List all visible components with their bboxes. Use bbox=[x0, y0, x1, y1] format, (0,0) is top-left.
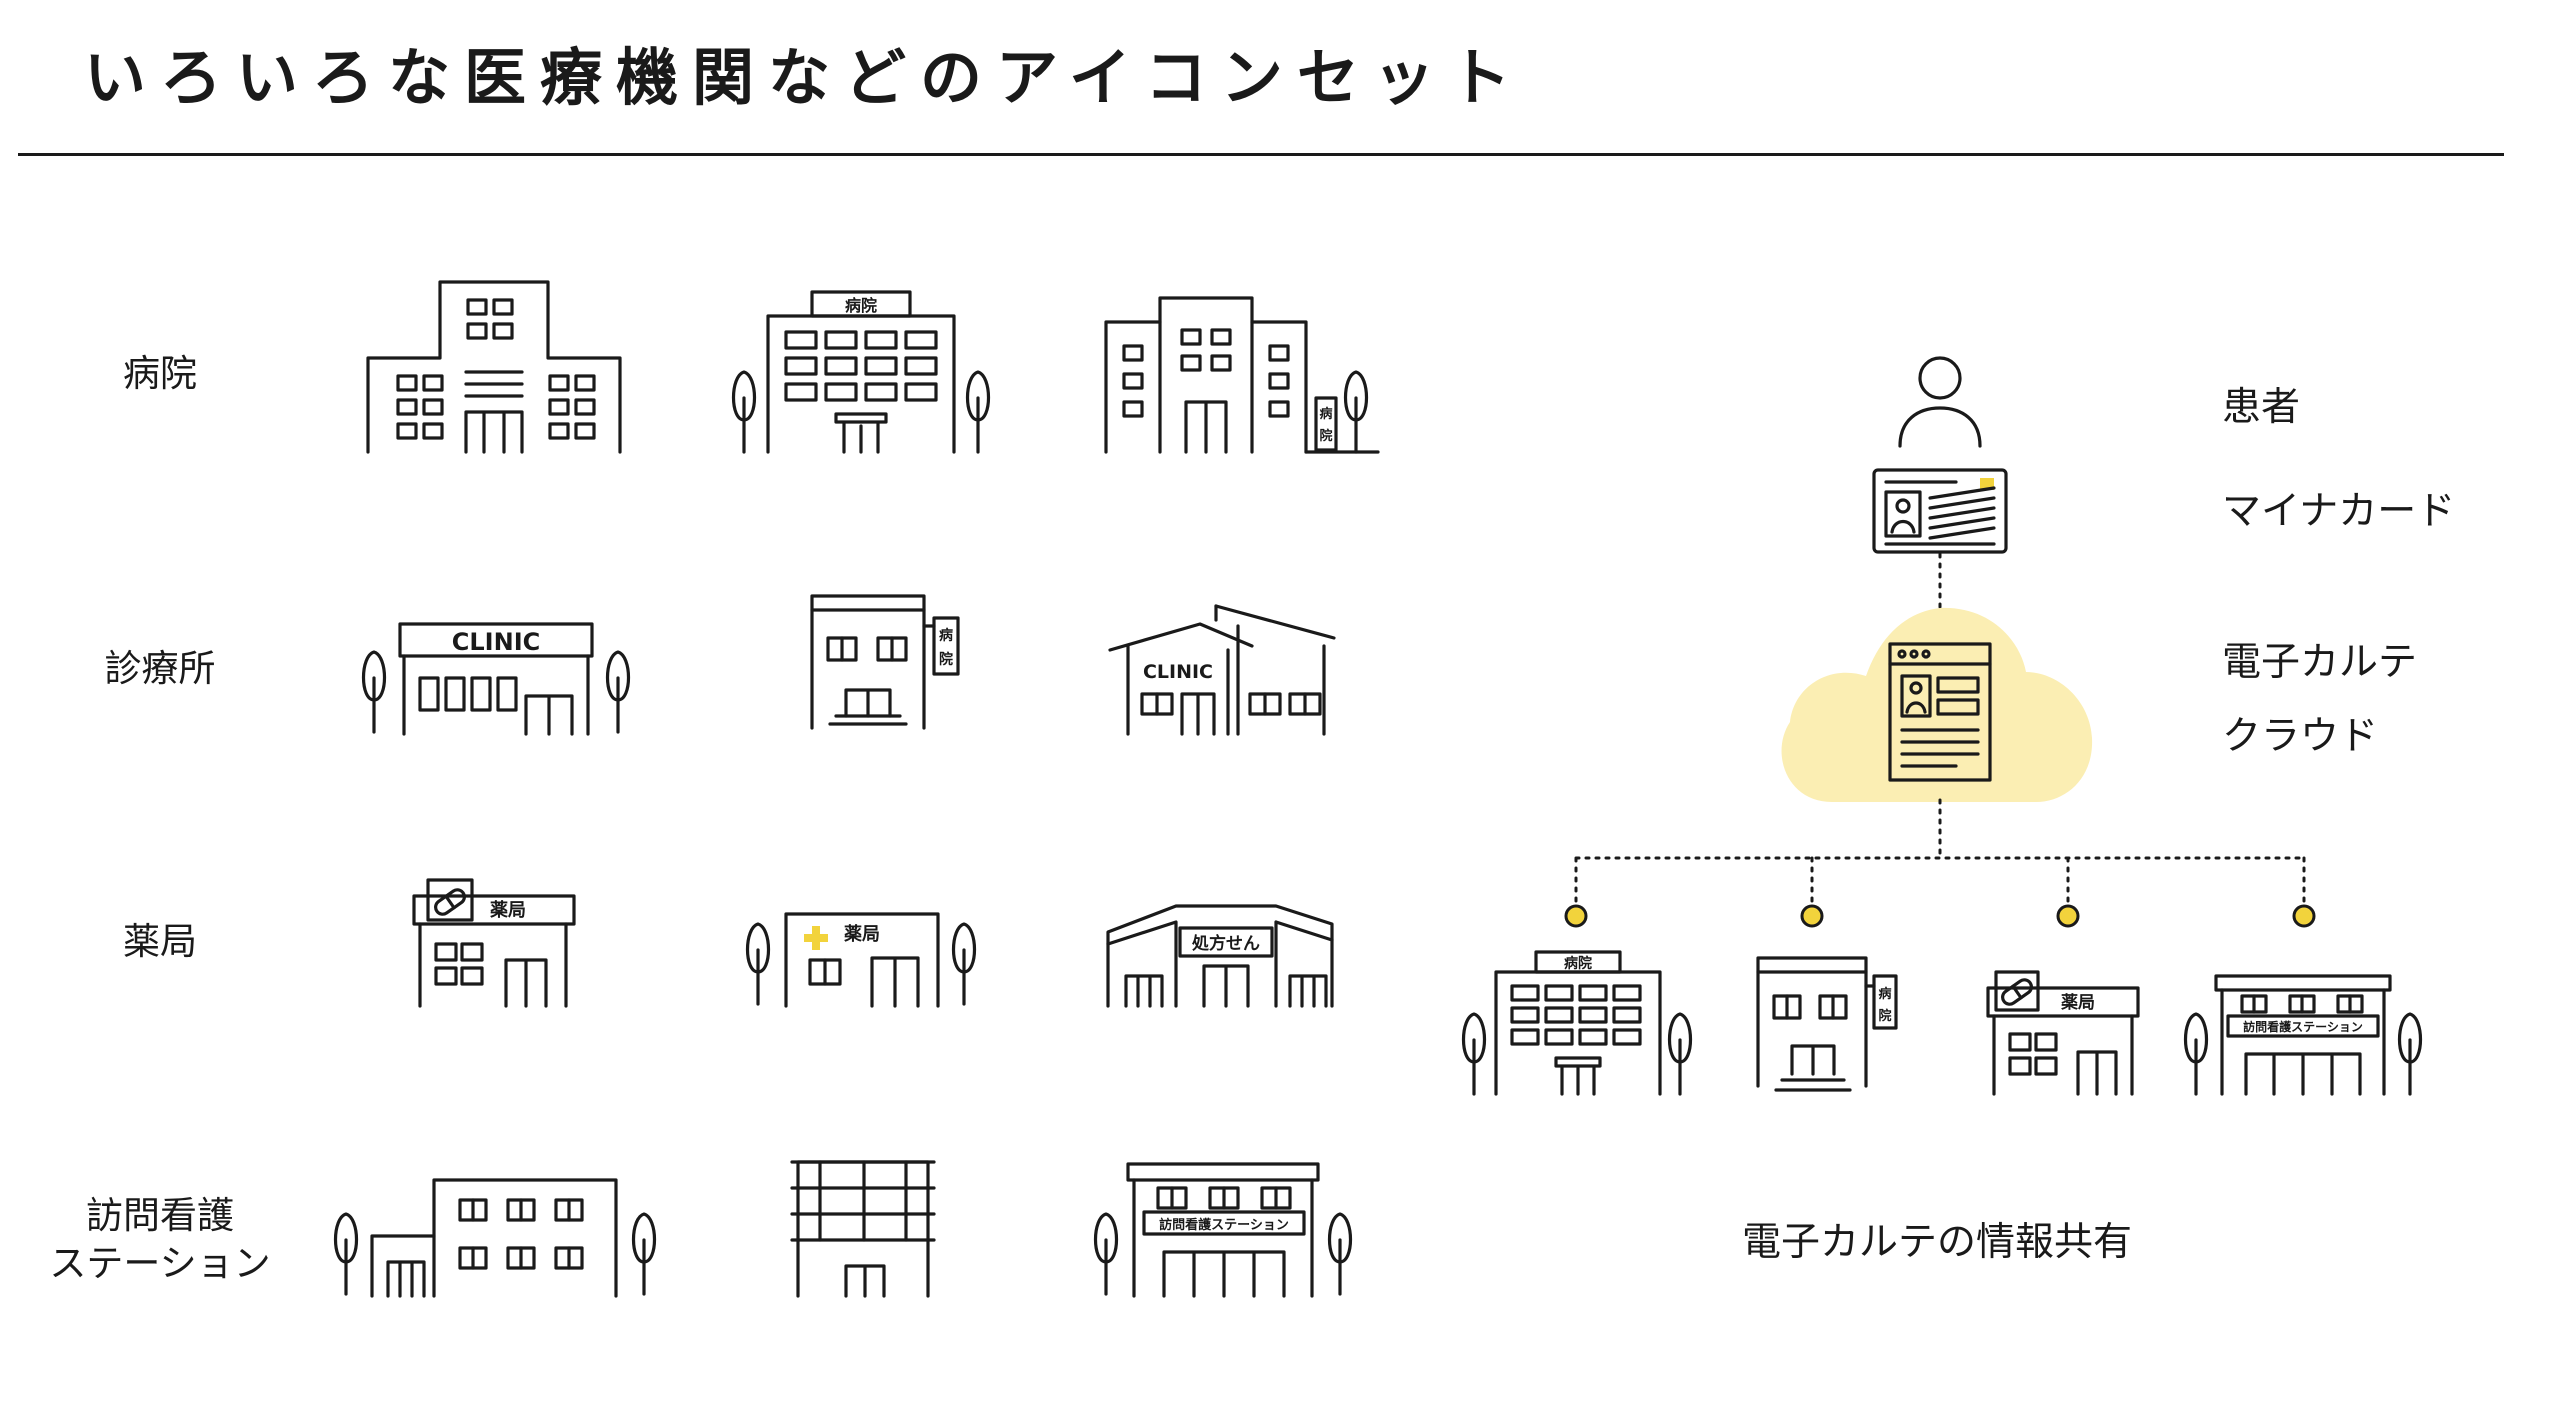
pharmacy-icon-2: 薬局 bbox=[745, 912, 977, 1008]
mynumber-card-icon bbox=[1872, 468, 2008, 554]
nursing-sign-text: 訪問看護ステーション bbox=[1159, 1217, 1289, 1233]
label-cloud: クラウド bbox=[2222, 714, 2379, 759]
clinic-sign-text: CLINIC bbox=[452, 628, 540, 656]
svg-text:病: 病 bbox=[939, 627, 953, 644]
page-title: いろいろな医療機関などのアイコンセット bbox=[84, 41, 1525, 114]
ehr-document-icon bbox=[1888, 642, 1992, 782]
nursing-station-icon-2 bbox=[790, 1160, 936, 1298]
network-connector-lines bbox=[1574, 798, 2306, 908]
network-nursing-station-icon: 訪問看護ステーション bbox=[2183, 974, 2423, 1096]
svg-text:病院: 病院 bbox=[1564, 955, 1592, 972]
network-clinic-icon: 病 院 bbox=[1756, 956, 1898, 1092]
network-pharmacy-icon: 薬局 bbox=[1986, 970, 2140, 1096]
network-nodes bbox=[1564, 904, 2316, 928]
svg-text:薬局: 薬局 bbox=[2061, 993, 2095, 1013]
label-mynumber-card: マイナカード bbox=[2222, 489, 2456, 534]
svg-text:院: 院 bbox=[1878, 1008, 1891, 1024]
prescription-sign-text: 処方せん bbox=[1191, 933, 1260, 954]
hospital-sign-vertical-2: 院 bbox=[1319, 428, 1332, 444]
nursing-station-icon-1 bbox=[333, 1178, 657, 1298]
clinic-icon-3: CLINIC bbox=[1108, 604, 1336, 736]
category-nursing-line1: 訪問看護 bbox=[86, 1194, 234, 1237]
nursing-station-icon-3: 訪問看護ステーション bbox=[1093, 1162, 1353, 1298]
category-clinic: 診療所 bbox=[104, 647, 216, 690]
hospital-sign-vertical-1: 病 bbox=[1319, 406, 1332, 422]
hospital-icon-1 bbox=[366, 280, 622, 454]
category-pharmacy: 薬局 bbox=[123, 920, 197, 963]
svg-text:院: 院 bbox=[939, 651, 953, 668]
clinic-icon-2: 病 院 bbox=[810, 594, 960, 730]
hospital-icon-2: 病院 bbox=[731, 290, 991, 454]
label-ehr: 電子カルテ bbox=[2222, 640, 2418, 685]
network-hospital-icon: 病院 bbox=[1461, 950, 1693, 1096]
clinic-icon-1: CLINIC bbox=[361, 622, 631, 736]
clinic-sign-text-2: CLINIC bbox=[1143, 661, 1213, 683]
patient-icon bbox=[1898, 356, 1982, 448]
hospital-icon-3: 病 院 bbox=[1104, 296, 1380, 454]
category-nursing-line2: ステーション bbox=[49, 1242, 271, 1285]
title-divider bbox=[18, 153, 2504, 156]
pharmacy-icon-1: 薬局 bbox=[412, 878, 576, 1008]
ehr-sharing-caption: 電子カルテの情報共有 bbox=[1742, 1220, 2133, 1265]
pharmacy-sign-text-2: 薬局 bbox=[844, 924, 880, 945]
svg-text:訪問看護ステーション: 訪問看護ステーション bbox=[2243, 1019, 2363, 1034]
svg-text:病: 病 bbox=[1878, 986, 1891, 1002]
pharmacy-icon-3: 処方せん bbox=[1106, 904, 1334, 1008]
label-patient: 患者 bbox=[2222, 385, 2301, 430]
pharmacy-sign-text: 薬局 bbox=[490, 900, 526, 921]
category-hospital: 病院 bbox=[123, 352, 197, 395]
hospital-sign-text: 病院 bbox=[845, 296, 877, 315]
